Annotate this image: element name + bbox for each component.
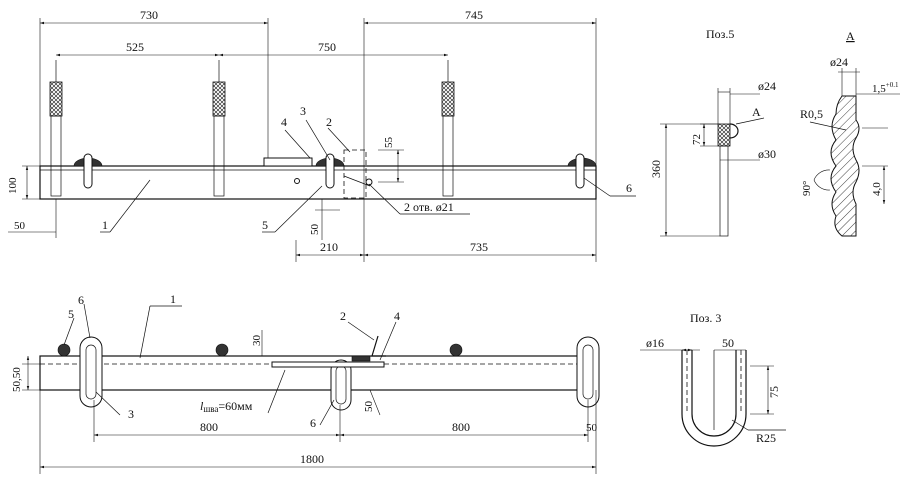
hook-left (73, 153, 103, 189)
rod-3 (441, 60, 455, 197)
beam-front-view (39, 355, 597, 391)
poz3-r25: R25 (756, 431, 776, 445)
view-a-detail: А ø24 R0,5 1,5+0.1 90° 4,0 (800, 29, 900, 237)
pos-6-front-center: 6 (310, 416, 316, 430)
poz5-detail: Поз.5 ø24 72 360 ø30 А (649, 27, 776, 237)
poz3-75: 75 (767, 386, 781, 398)
dim-50-left: 50 (14, 220, 26, 232)
pos-2-front: 2 (340, 309, 346, 323)
pos-2-top: 2 (326, 115, 332, 129)
hook-center (315, 153, 345, 189)
view-a-40: 4,0 (871, 182, 883, 196)
poz3-50: 50 (722, 336, 734, 350)
dim-750: 750 (318, 40, 336, 54)
view-a-angle: 90° (801, 181, 813, 196)
top-view: 730 745 525 750 55 100 50 50 210 735 1 2… (7, 8, 636, 262)
dim-1800: 1800 (300, 452, 324, 466)
dim-525: 525 (126, 40, 144, 54)
poz5-d30: ø30 (758, 147, 776, 161)
pos-1-top: 1 (102, 218, 108, 232)
poz5-360: 360 (649, 160, 663, 178)
view-a-d24: ø24 (830, 55, 848, 69)
dim-800-right: 800 (452, 420, 470, 434)
dim-50-50: 50,50 (11, 367, 23, 392)
pos-3-front: 3 (128, 407, 134, 421)
view-a-pitch: 1,5+0.1 (872, 81, 899, 95)
clamp-left (79, 336, 103, 408)
view-a-title: А (846, 29, 855, 43)
dim-800-left: 800 (200, 420, 218, 434)
dim-745: 745 (465, 8, 483, 22)
clamp-center (330, 359, 352, 411)
rod-1 (49, 60, 63, 197)
pos-5-top: 5 (262, 218, 268, 232)
pos-1-front: 1 (170, 292, 176, 306)
view-a-r05: R0,5 (800, 107, 823, 121)
dim-30: 30 (251, 335, 263, 347)
pos-3-top: 3 (300, 104, 306, 118)
rod-2 (212, 60, 226, 197)
dim-735: 735 (470, 240, 488, 254)
dim-50-vert: 50 (363, 401, 375, 413)
poz5-72: 72 (691, 134, 703, 145)
front-view: 30 50,50 50 800 800 50 1800 1 2 3 4 5 6 … (11, 292, 600, 474)
pos-5-front: 5 (68, 307, 74, 321)
dim-50-bracket: 50 (309, 224, 321, 236)
poz3-detail: Поз. 3 ø16 50 75 R25 (640, 311, 786, 447)
hook-right (567, 153, 597, 189)
plate-pos4 (263, 157, 313, 167)
dim-730: 730 (140, 8, 158, 22)
pos-6-top: 6 (626, 181, 632, 195)
holes-note: 2 отв. ø21 (404, 200, 454, 214)
poz5-title: Поз.5 (706, 27, 734, 41)
beam-top-view (39, 165, 597, 200)
pos-4-front: 4 (394, 309, 400, 323)
poz3-title: Поз. 3 (690, 311, 721, 325)
pos-6-front-left: 6 (78, 293, 84, 307)
bracket-pos2 (343, 149, 367, 199)
poz5-d24: ø24 (758, 79, 776, 93)
dim-50-right: 50 (586, 422, 598, 434)
dim-210: 210 (320, 240, 338, 254)
dim-100: 100 (7, 177, 19, 194)
dim-55: 55 (383, 137, 395, 149)
poz3-d16: ø16 (646, 336, 664, 350)
pos-4-top: 4 (281, 115, 287, 129)
poz5-view-a: А (752, 105, 761, 119)
weld-length-note: lшва=60мм (200, 399, 253, 414)
